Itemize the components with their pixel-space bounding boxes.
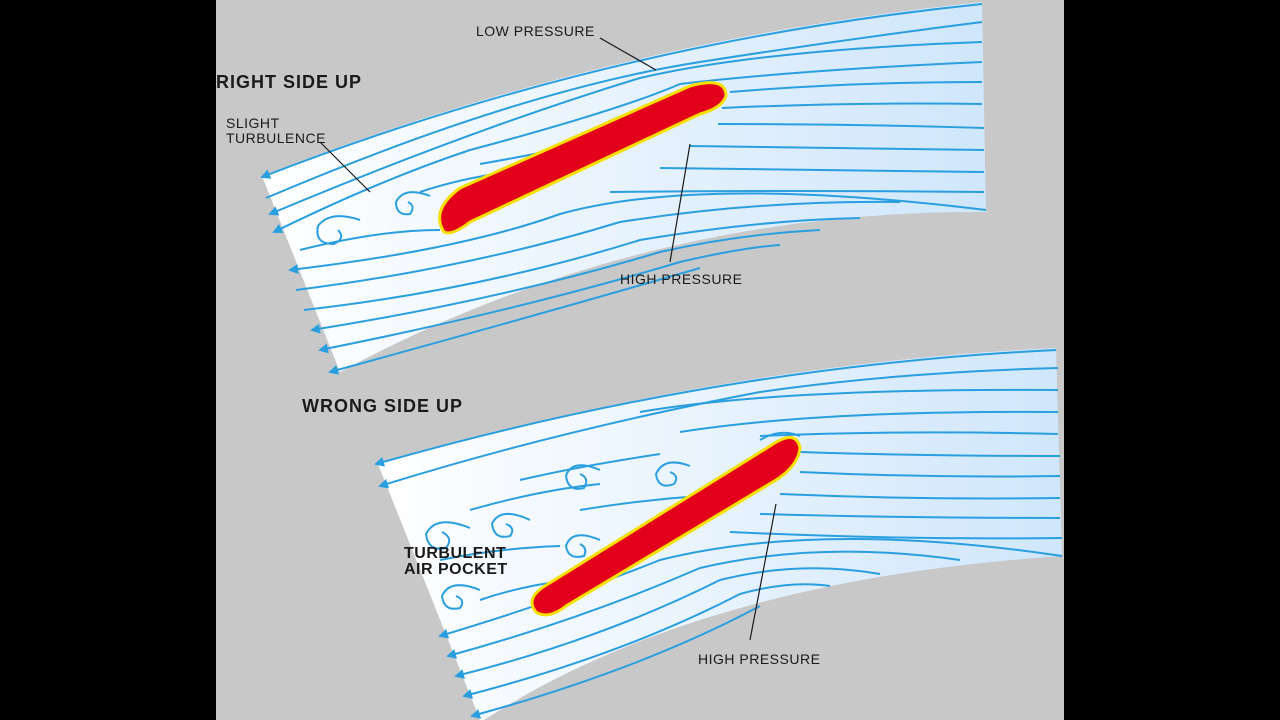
streamline <box>268 41 983 216</box>
swirl <box>440 584 481 610</box>
streamline <box>729 531 1063 540</box>
air-pocket-label-line1: TURBULENT <box>404 545 506 562</box>
low-pressure-label: LOW PRESSURE <box>476 23 595 39</box>
right-side-up-section: RIGHT SIDE UP LOW PRESSURE SLIGHT TURBUL… <box>216 2 987 375</box>
bottom-airfoil <box>530 436 802 617</box>
streamline <box>721 102 983 109</box>
top-turbulence-swirls <box>316 191 431 246</box>
swirl <box>564 534 601 558</box>
streamline <box>265 21 983 199</box>
turbulence-leader <box>319 141 371 193</box>
streamline <box>799 451 1061 457</box>
streamline <box>679 410 1059 433</box>
streamline <box>717 123 985 129</box>
bottom-streamlines <box>374 349 1063 719</box>
swirl <box>394 191 431 216</box>
streamline <box>439 545 561 561</box>
streamline <box>519 453 661 481</box>
streamline <box>288 192 987 275</box>
streamline <box>374 349 1057 467</box>
streamline <box>454 567 881 679</box>
top-airflow-region <box>262 2 986 372</box>
streamline <box>299 229 441 251</box>
streamline <box>659 167 985 173</box>
bottom-leader-lines <box>749 503 777 641</box>
streamline <box>438 537 1063 639</box>
streamline <box>639 388 1059 413</box>
streamline <box>272 61 983 233</box>
top-leader-lines <box>319 37 691 263</box>
air-pocket-label-line2: AIR POCKET <box>404 561 508 578</box>
swirl <box>316 215 361 246</box>
swirl <box>490 513 531 538</box>
turbulence-label-line1: SLIGHT <box>226 115 280 131</box>
low-pressure-leader <box>599 37 657 71</box>
streamline <box>303 217 861 311</box>
bottom-high-pressure-label: HIGH PRESSURE <box>698 651 820 667</box>
swirl <box>759 431 801 441</box>
streamline <box>469 483 601 511</box>
streamline <box>260 3 983 179</box>
streamline <box>609 190 985 193</box>
wrong-side-up-title: WRONG SIDE UP <box>302 396 463 416</box>
bottom-turbulence-swirls <box>424 431 801 610</box>
streamline <box>689 145 985 151</box>
wrong-side-up-section: WRONG SIDE UP TURBULENT AIR POCKET HIGH … <box>302 348 1063 720</box>
streamline <box>328 267 701 375</box>
streamline <box>378 367 1059 489</box>
streamline <box>446 550 961 659</box>
streamline <box>318 244 781 354</box>
streamline <box>470 605 761 719</box>
streamline <box>799 471 1061 478</box>
swirl <box>424 521 471 550</box>
streamline <box>729 81 983 93</box>
top-high-pressure-label: HIGH PRESSURE <box>620 271 742 287</box>
streamline <box>462 583 831 699</box>
streamline <box>310 229 821 334</box>
streamline <box>295 200 901 291</box>
turbulence-label-line2: TURBULENCE <box>226 130 326 146</box>
top-airfoil <box>438 81 728 235</box>
swirl <box>654 461 691 487</box>
right-side-up-title: RIGHT SIDE UP <box>216 72 362 92</box>
bottom-high-pressure-leader <box>749 503 777 641</box>
streamline <box>759 513 1061 519</box>
streamline <box>779 493 1061 500</box>
bottom-airflow-region <box>378 348 1062 720</box>
swirl <box>564 464 601 490</box>
top-high-pressure-leader <box>669 143 691 263</box>
